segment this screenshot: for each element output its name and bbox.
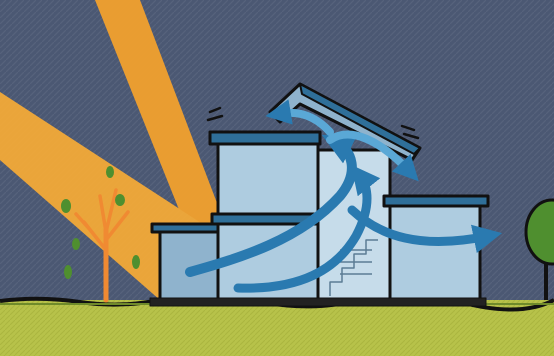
right-wing xyxy=(390,200,480,300)
